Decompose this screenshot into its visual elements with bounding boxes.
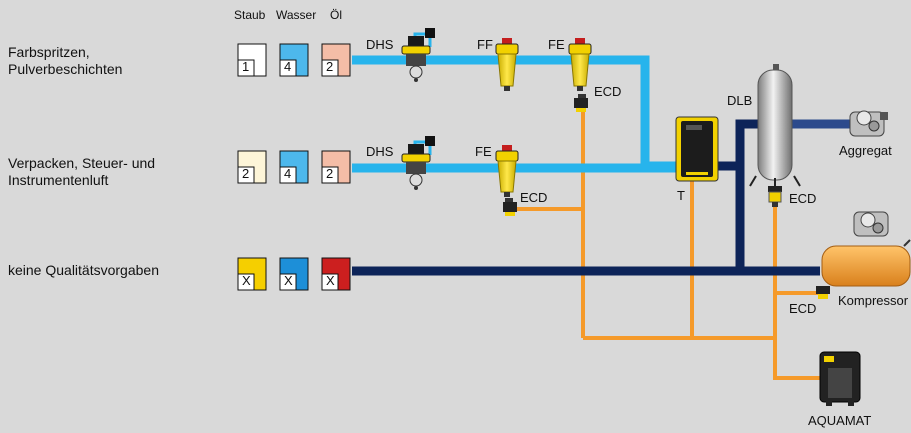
row1-desc-line2: Pulverbeschichten (8, 61, 123, 77)
row2-desc-line2: Instrumentenluft (8, 172, 109, 188)
label-ff-top: FF (477, 37, 493, 52)
label-t: T (677, 188, 685, 203)
ecd-top (574, 94, 588, 112)
header-dust: Staub (234, 8, 266, 22)
filter-fe-top (568, 38, 592, 91)
filter-fe-mid (495, 145, 519, 197)
label-kompressor: Kompressor (838, 293, 909, 308)
label-dhs-top: DHS (366, 37, 394, 52)
header-oil: Öl (330, 8, 342, 22)
header-water: Wasser (276, 8, 317, 22)
dhs-unit-top (401, 28, 435, 82)
row3-dust-class: X (242, 273, 251, 288)
condensate-lines (514, 108, 820, 380)
row3-desc-line1: keine Qualitätsvorgaben (8, 262, 159, 278)
aquamat-unit (819, 351, 861, 406)
row3-water-class: X (284, 273, 293, 288)
label-aggregat: Aggregat (839, 143, 892, 158)
aggregat-unit (849, 110, 888, 137)
label-ecd-dlb: ECD (789, 191, 817, 206)
row1-water-class: 4 (284, 59, 292, 74)
label-ecd-kompressor: ECD (789, 301, 817, 316)
dhs-unit-mid (401, 136, 435, 190)
label-dlb: DLB (727, 93, 753, 108)
row2-desc-line1: Verpacken, Steuer- und (8, 155, 156, 171)
ecd-mid (503, 198, 517, 216)
label-dhs-mid: DHS (366, 144, 394, 159)
row1-oil-class: 2 (326, 59, 334, 74)
label-fe-top: FE (548, 37, 565, 52)
row2-oil-class: 2 (326, 166, 334, 181)
row3-oil-class: X (326, 273, 335, 288)
filter-ff-top (495, 38, 519, 91)
dryer-t (675, 116, 719, 182)
row1-dust-class: 1 (242, 59, 250, 74)
kompressor-unit (821, 211, 911, 287)
row2-water-class: 4 (284, 166, 292, 181)
label-fe-mid: FE (475, 144, 492, 159)
dlb-tank (749, 64, 801, 187)
ecd-kompressor (816, 286, 830, 299)
row2-dust-class: 2 (242, 166, 250, 181)
row1-desc-line1: Farbspritzen, (8, 44, 90, 60)
label-ecd-top: ECD (594, 84, 622, 99)
label-aquamat: AQUAMAT (808, 413, 872, 428)
ecd-dlb (768, 186, 782, 207)
label-ecd-mid: ECD (520, 190, 548, 205)
quality-class-boxes (237, 43, 351, 291)
